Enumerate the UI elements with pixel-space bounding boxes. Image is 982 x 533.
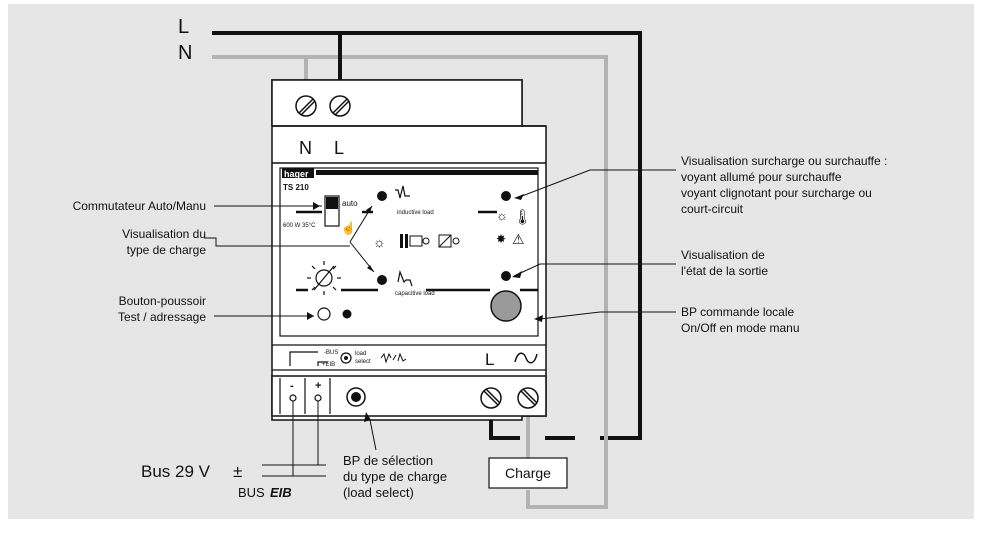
output-L-label: L xyxy=(485,350,494,369)
label-select-2: du type de charge xyxy=(343,469,447,484)
charge-box xyxy=(488,457,568,489)
load-select-label-2: select xyxy=(355,359,371,365)
warning-icon: ⚠ xyxy=(512,231,525,247)
label-surcharge-1: Visualisation surcharge ou surchauffe : xyxy=(681,154,887,168)
label-bp-1: BP commande locale xyxy=(681,305,795,319)
line-N-label: N xyxy=(178,42,192,64)
bus-terminal-minus: - xyxy=(290,380,294,392)
leader-lines xyxy=(204,169,676,451)
terminal-L-label: L xyxy=(334,138,344,158)
load-types-symbol xyxy=(380,352,407,364)
label-bus-eib-prefix: BUS xyxy=(238,485,265,500)
test-led xyxy=(342,309,352,319)
label-etat-1: Visualisation de xyxy=(681,248,765,262)
load-select-label-1: load xyxy=(355,351,366,357)
lamp-icon: ☼ xyxy=(373,234,386,250)
label-bus-voltage: Bus 29 V xyxy=(141,462,211,481)
label-surcharge-2: voyant allumé pour surchauffe xyxy=(681,170,842,184)
module: N L hager TS 210 600 W 35°C auto ☝ induc… xyxy=(271,79,547,421)
label-bouton-1: Bouton-poussoir xyxy=(119,294,206,308)
bus-symbol xyxy=(289,351,318,366)
supply-lines: L N xyxy=(178,16,642,509)
rating-label: 600 W 35°C xyxy=(283,223,316,229)
inductive-waveform-icon xyxy=(395,185,410,199)
label-bus-eib: EIB xyxy=(270,485,292,500)
capacitive-load-label: capacitive load xyxy=(395,291,435,297)
inductive-led xyxy=(377,191,387,201)
charge-label: Charge xyxy=(505,465,551,481)
test-button[interactable] xyxy=(317,307,331,321)
label-surcharge-4: court-circuit xyxy=(681,202,744,216)
brand-bar xyxy=(316,170,538,175)
transformer-icon xyxy=(400,234,430,248)
label-surcharge-3: voyant clignotant pour surcharge ou xyxy=(681,186,872,200)
output-status-led xyxy=(501,271,511,281)
label-visu-type-2: type de charge xyxy=(127,243,207,257)
label-bouton-2: Test / adressage xyxy=(118,310,206,324)
bus-terminal-plus: + xyxy=(315,380,321,392)
label-select-1: BP de sélection xyxy=(343,453,433,468)
hand-icon: ☝ xyxy=(341,220,356,235)
dimmer-sun-icon xyxy=(307,261,341,295)
terminal-N-label: N xyxy=(299,138,312,158)
bus-wires xyxy=(262,401,326,477)
thermometer-icon: 🌡 xyxy=(513,209,532,226)
electronic-transformer-icon xyxy=(438,234,460,248)
label-bus-pm: ± xyxy=(233,462,242,481)
model-label: TS 210 xyxy=(283,183,309,192)
bus-plus-label: +EIB xyxy=(322,362,335,368)
inductive-load-label: inductive load xyxy=(397,210,434,216)
switch-auto-label: auto xyxy=(342,199,358,208)
line-N-wire xyxy=(212,55,608,509)
terminal-block-bottom xyxy=(271,375,547,417)
label-etat-2: l'état de la sortie xyxy=(681,264,768,278)
label-select-3: (load select) xyxy=(343,485,414,500)
local-control-button[interactable] xyxy=(490,290,522,322)
capacitive-waveform-icon xyxy=(397,269,413,287)
line-L-wire xyxy=(212,31,642,440)
label-bp-2: On/Off en mode manu xyxy=(681,321,800,335)
short-circuit-icon: ✸ xyxy=(496,232,506,246)
bus-minus-label: -BUS xyxy=(324,350,338,356)
overload-led xyxy=(501,191,511,201)
label-visu-type-1: Visualisation du xyxy=(122,227,206,241)
capacitive-led xyxy=(377,275,387,285)
brand-logo: hager xyxy=(284,169,309,179)
ac-symbol-icon xyxy=(514,352,538,364)
label-commutateur: Commutateur Auto/Manu xyxy=(73,199,206,213)
overheat-sun-icon: ☼ xyxy=(496,208,508,223)
line-L-label: L xyxy=(178,16,189,38)
